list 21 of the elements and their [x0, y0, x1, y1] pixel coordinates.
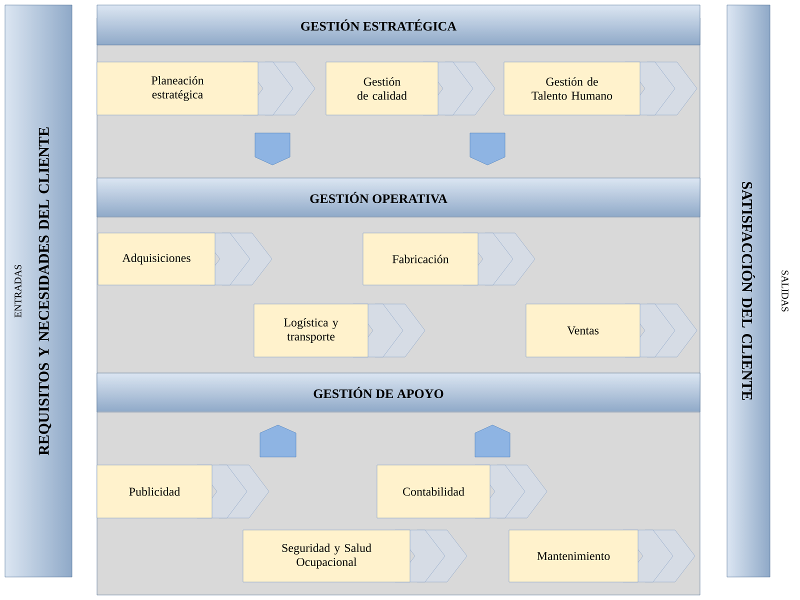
process-box: Logística y transporte	[254, 304, 368, 358]
section-header: GESTIÓN DE APOYO	[96, 372, 700, 412]
pentagon-shape	[470, 132, 506, 166]
process-box: Contabilidad	[376, 464, 490, 518]
process-box: Gestión de Talento Humano	[504, 62, 640, 116]
section-header: GESTIÓN OPERATIVA	[96, 178, 700, 218]
process-box: Mantenimiento	[508, 530, 638, 582]
side-bar: ENTRADAS REQUISITOS Y NECESIDADES DEL CLIENTE	[4, 4, 72, 578]
side-bar: SATISFACCIÓN DEL CLIENTE	[726, 4, 770, 578]
process-box: Fabricación	[362, 232, 478, 286]
side-label: SALIDAS	[782, 270, 788, 312]
process-box: Adquisiciones	[98, 232, 216, 286]
process-box: Ventas	[526, 304, 640, 358]
pentagon-shape	[260, 424, 296, 458]
section-header: GESTIÓN ESTRATÉGICA	[96, 4, 700, 46]
process-box: Planeación estratégica	[96, 62, 258, 116]
process-box: Gestión de calidad	[326, 62, 438, 116]
pentagon-shape	[254, 132, 290, 166]
process-box: Seguridad y Salud Ocupacional	[242, 530, 410, 582]
pentagon-shape	[474, 424, 510, 458]
process-box: Publicidad	[96, 464, 212, 518]
